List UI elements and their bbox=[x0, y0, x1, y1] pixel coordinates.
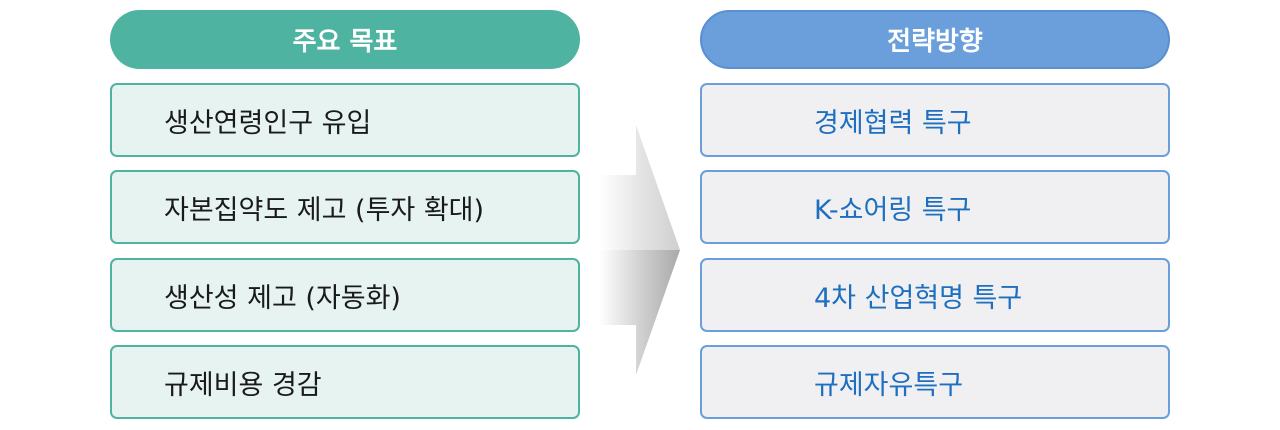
goal-item: 자본집약도 제고 (투자 확대) bbox=[110, 170, 580, 244]
strategy-item: 경제협력 특구 bbox=[700, 83, 1170, 157]
strategy-item: 4차 산업혁명 특구 bbox=[700, 258, 1170, 332]
goal-item: 생산연령인구 유입 bbox=[110, 83, 580, 157]
strategy-header: 전략방향 bbox=[700, 10, 1170, 69]
goals-header: 주요 목표 bbox=[110, 10, 580, 69]
goal-item: 규제비용 경감 bbox=[110, 345, 580, 419]
right-arrow-icon bbox=[600, 125, 680, 375]
strategy-item: 규제자유특구 bbox=[700, 345, 1170, 419]
goal-item: 생산성 제고 (자동화) bbox=[110, 258, 580, 332]
strategy-item: K-쇼어링 특구 bbox=[700, 170, 1170, 244]
